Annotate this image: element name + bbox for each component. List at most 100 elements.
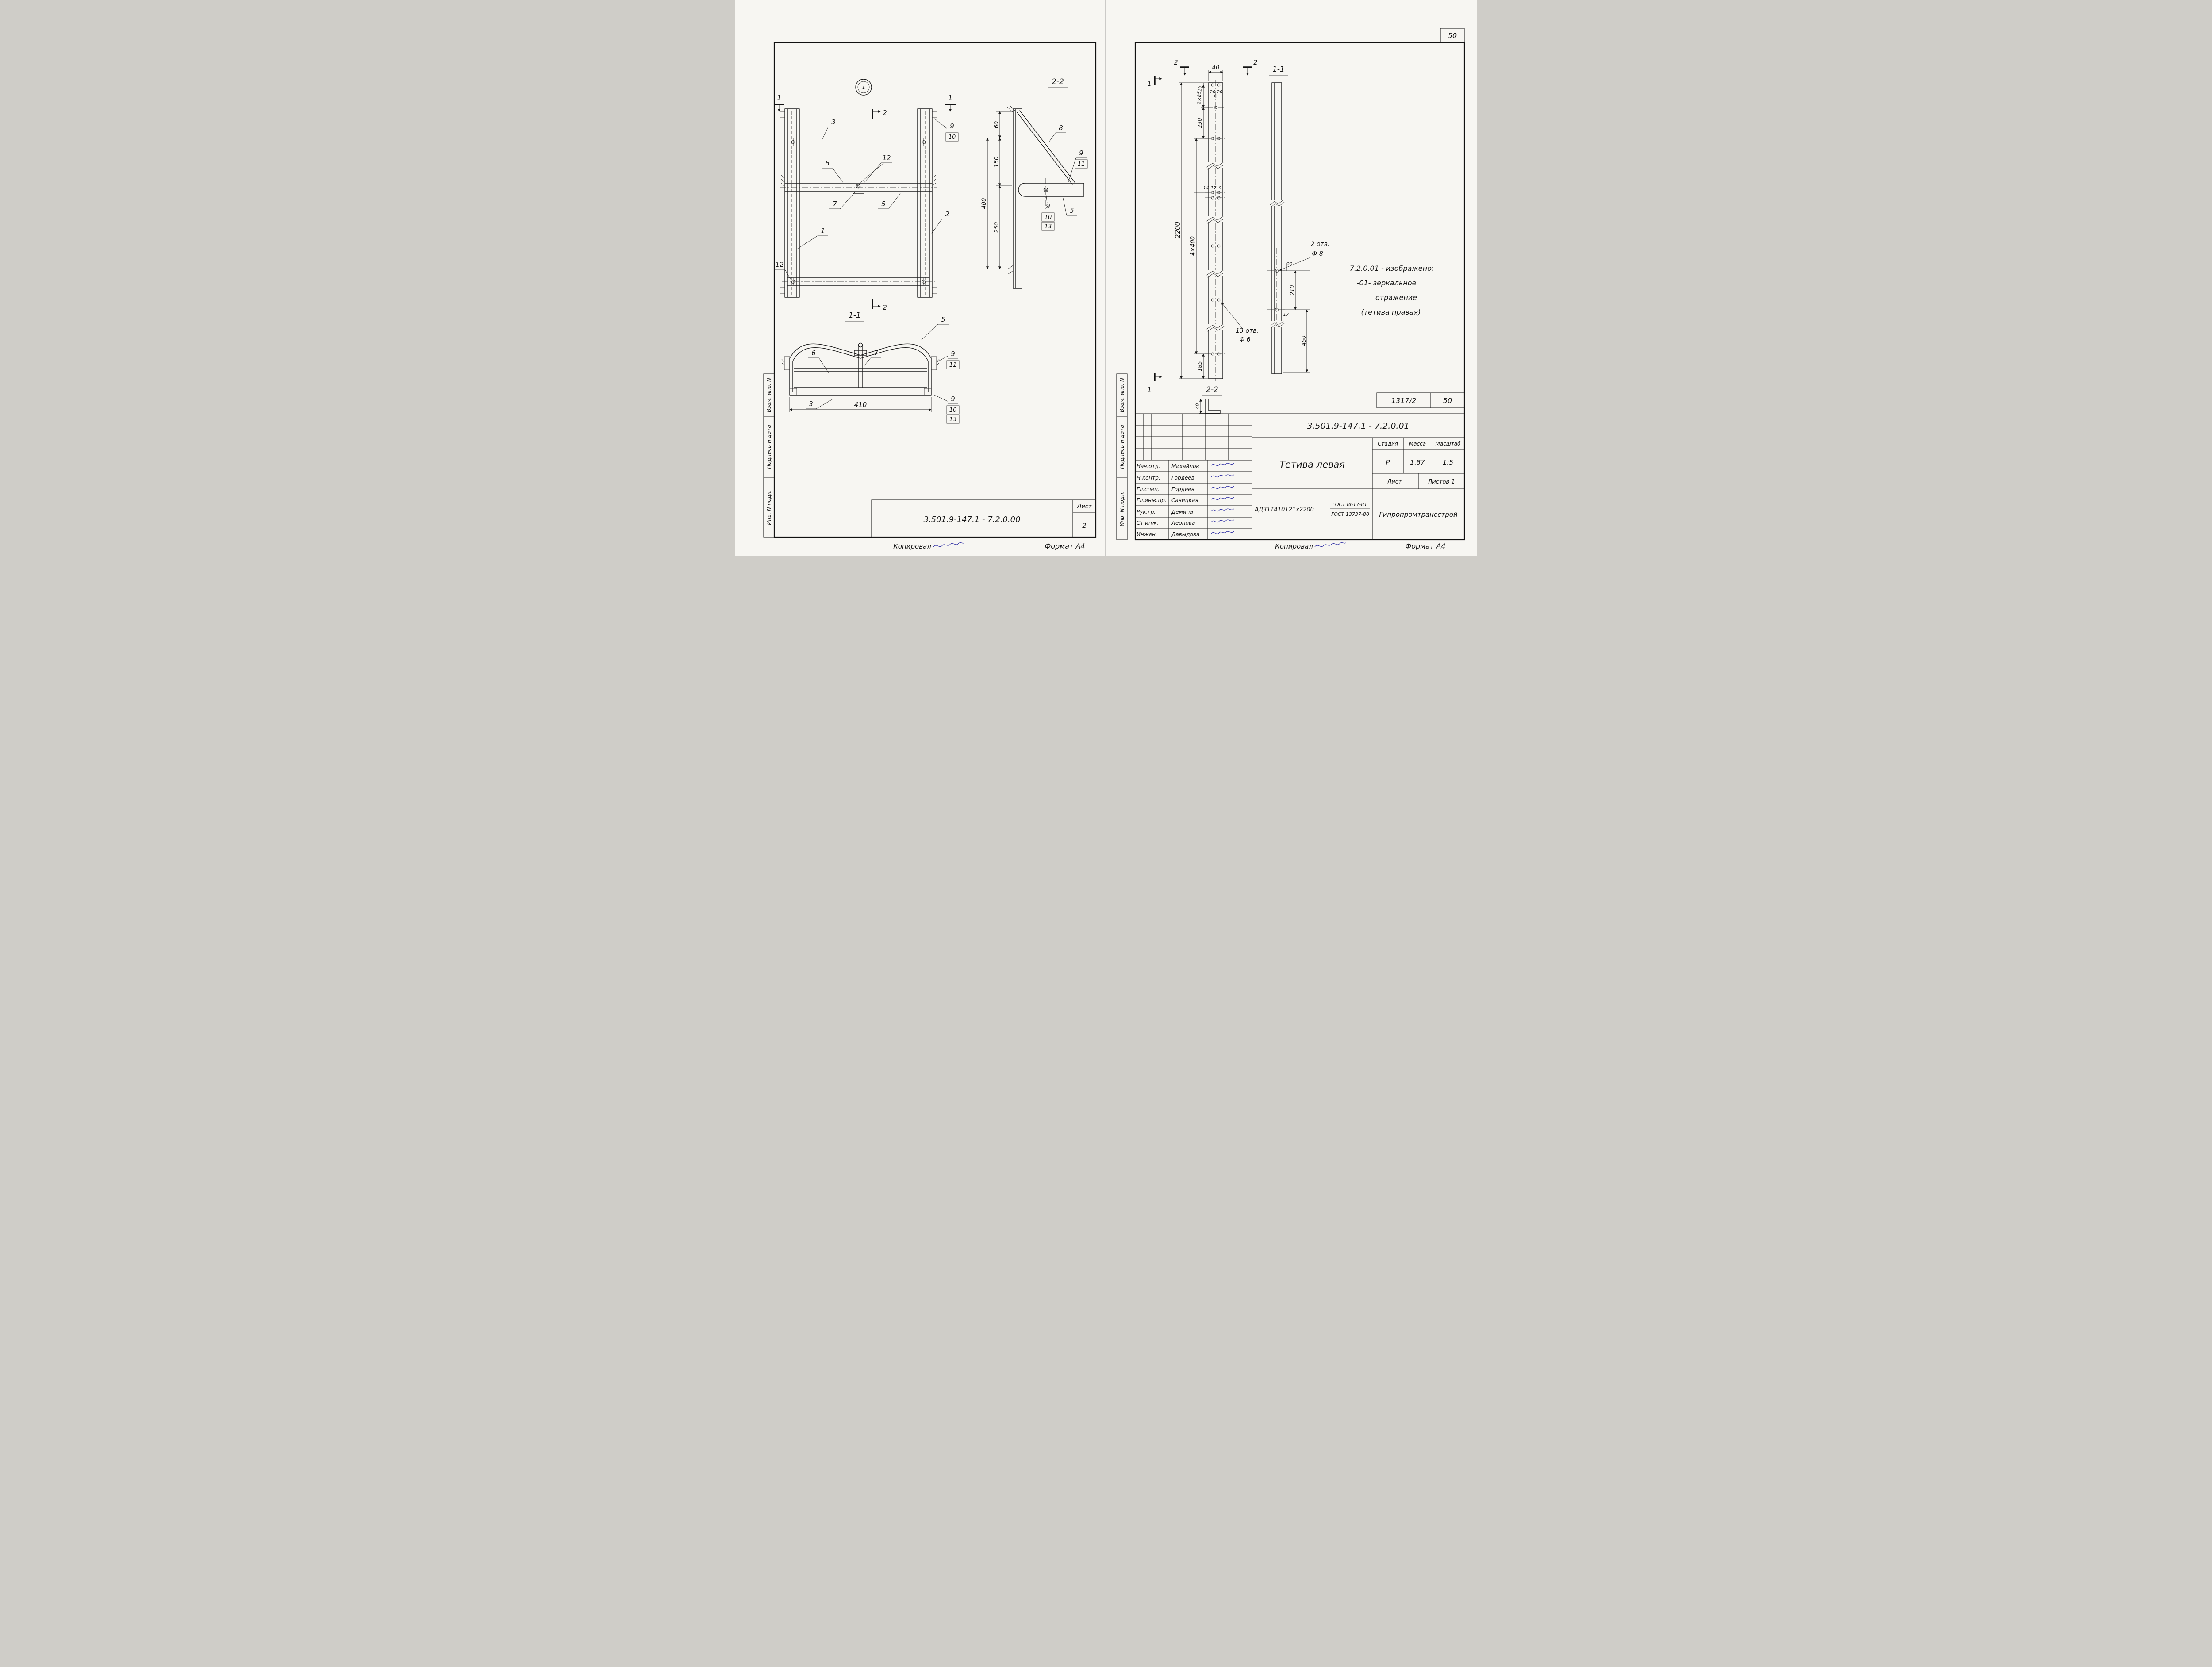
callout-3: 3	[831, 118, 836, 126]
holes-count: 13 отв.	[1236, 327, 1259, 334]
callout-5: 5	[881, 200, 886, 208]
callout-9: 9	[951, 395, 955, 403]
callout-12: 12	[775, 261, 783, 269]
callout-5: 5	[941, 315, 945, 323]
sheet-label: Лист	[1386, 479, 1402, 485]
role: Гл.спец.	[1137, 486, 1160, 492]
inventory-badge: 1317/2 50	[1376, 392, 1465, 408]
role: Инжен.	[1137, 531, 1157, 538]
flag-2-label: 2	[883, 303, 887, 311]
callout-11: 11	[949, 362, 956, 369]
detail-mark-circle: 1	[855, 79, 872, 96]
section-flag-1-left: 1	[773, 94, 784, 112]
signature-icon	[1211, 508, 1234, 512]
dim-150: 150	[993, 157, 1000, 168]
left-title-block: 3.501.9-147.1 - 7.2.0.00 Лист 2	[871, 499, 1096, 538]
callout-8: 8	[1059, 124, 1063, 132]
page-number-badge: 50	[1440, 28, 1465, 43]
right-sheet: 50 Взам. инв. N Подпись и дата Инв. N по…	[1116, 28, 1465, 550]
dim-9: 9	[1218, 186, 1221, 191]
sidebar-inv-label: Инв. N подл.	[766, 490, 772, 525]
saddle-outer	[789, 343, 932, 359]
note-line-1: 7.2.0.01 - изображено;	[1349, 264, 1434, 273]
signature-icon	[1211, 497, 1234, 500]
left-drawing-frame	[773, 42, 1096, 538]
dim-17: 17	[1283, 312, 1289, 317]
callout-12: 12	[882, 154, 891, 162]
dim-400: 400	[981, 198, 987, 209]
sidebar-sign-label: Подпись и дата	[1119, 425, 1125, 469]
dim-4x400: 4×400	[1190, 236, 1196, 256]
diagonal-brace	[1016, 110, 1075, 185]
role: Рук.гр.	[1137, 509, 1156, 515]
stage-value: Р	[1386, 458, 1390, 466]
name: Леонова	[1171, 520, 1195, 526]
dim-230: 230	[1197, 118, 1203, 128]
name: Савицкая	[1171, 497, 1198, 503]
callouts-main-view: 3 9 10 6 12 7 5 2 1 12	[774, 118, 958, 280]
section-flag-2-bottom: 2	[871, 299, 887, 311]
dim-20: 20	[1286, 262, 1292, 267]
sidebar-vzam-label: Взам. инв. N	[766, 378, 772, 412]
flag-2-label: 2	[883, 109, 887, 117]
section-2-2-title: 2-2	[1206, 385, 1218, 394]
dim-20: 20	[1210, 90, 1215, 95]
callout-6: 6	[811, 349, 816, 357]
callout-13: 13	[1044, 223, 1052, 230]
role: Гл.инж.пр.	[1137, 497, 1167, 503]
flag-2-label: 2	[1174, 58, 1178, 66]
gost-2: ГОСТ 13737-80	[1331, 511, 1369, 517]
scale-label: Масштаб	[1435, 441, 1461, 447]
sidebar-inv-label: Инв. N подл.	[1119, 491, 1125, 526]
dim-60: 60	[993, 121, 1000, 129]
mirror-note: 7.2.0.01 - изображено; -01- зеркальное о…	[1349, 264, 1434, 316]
page-number: 50	[1448, 31, 1456, 40]
callout-3: 3	[809, 400, 813, 408]
callout-13: 13	[949, 416, 956, 423]
note-line-2: -01- зеркальное	[1356, 279, 1416, 287]
signature-icon	[933, 542, 964, 547]
callout-5: 5	[1070, 207, 1074, 215]
callout-10: 10	[1044, 214, 1052, 221]
left-section-1-1: 1-1 410 5 6 7 9 11 3 9 10 13	[781, 311, 959, 424]
people-rows: Нач.отд.Михайлов Н.контр.Гордеев Гл.спец…	[1137, 463, 1234, 538]
callout-7: 7	[833, 200, 837, 208]
copied-by-label: Копировал	[1275, 542, 1313, 550]
holes-13-callout: 13 отв. Ф 6	[1221, 302, 1259, 343]
stringer-holes	[1205, 83, 1226, 356]
holes-dia: Ф 6	[1239, 336, 1251, 343]
signature-icon	[1211, 519, 1234, 523]
dim-40: 40	[1212, 65, 1219, 71]
callout-7: 7	[874, 349, 878, 357]
left-footer: Копировал Формат А4	[893, 542, 1085, 550]
role: Нач.отд.	[1137, 463, 1160, 469]
left-sheet-value: 2	[1082, 522, 1087, 530]
section-flag-2-top: 2	[871, 109, 887, 119]
left-sheet-label: Лист	[1076, 503, 1091, 510]
callout-11: 11	[1077, 161, 1085, 168]
callout-10: 10	[948, 134, 956, 141]
scanned-drawing-page: Взам. инв. N Подпись и дата Инв. N подл.…	[735, 0, 1477, 556]
sidebar-vzam-label: Взам. инв. N	[1119, 378, 1125, 412]
note-line-3: отражение	[1375, 293, 1417, 302]
weld-marks	[781, 359, 939, 366]
name: Гордеев	[1171, 486, 1194, 492]
callout-2: 2	[945, 210, 949, 218]
callout-9: 9	[950, 122, 954, 130]
left-main-view: 1 1 2 2 3 9 10 6 12 7 5 2 1 12	[773, 94, 958, 311]
left-sheet: Взам. инв. N Подпись и дата Инв. N подл.…	[760, 0, 1105, 556]
flag-1-label: 1	[777, 94, 781, 102]
gost-1: ГОСТ 8617-81	[1332, 502, 1367, 507]
section-2-2-title: 2-2	[1052, 77, 1064, 86]
dim-17: 17	[1210, 186, 1216, 191]
callout-9: 9	[951, 350, 955, 358]
doc-number: 3.501.9-147.1 - 7.2.0.01	[1307, 421, 1409, 431]
dim-250: 250	[993, 222, 1000, 233]
callout-6: 6	[825, 159, 830, 167]
left-section-2-2: 2-2 60 150 250 400 8 9 11 5 9 10 13	[981, 77, 1087, 289]
name: Михайлов	[1171, 463, 1199, 469]
section-1-1-title: 1-1	[1272, 65, 1285, 74]
drawing-canvas: Взам. инв. N Подпись и дата Инв. N подл.…	[760, 0, 1465, 556]
right-section-2-2: 2-2 40	[1195, 385, 1222, 414]
weld-marks	[781, 175, 936, 187]
